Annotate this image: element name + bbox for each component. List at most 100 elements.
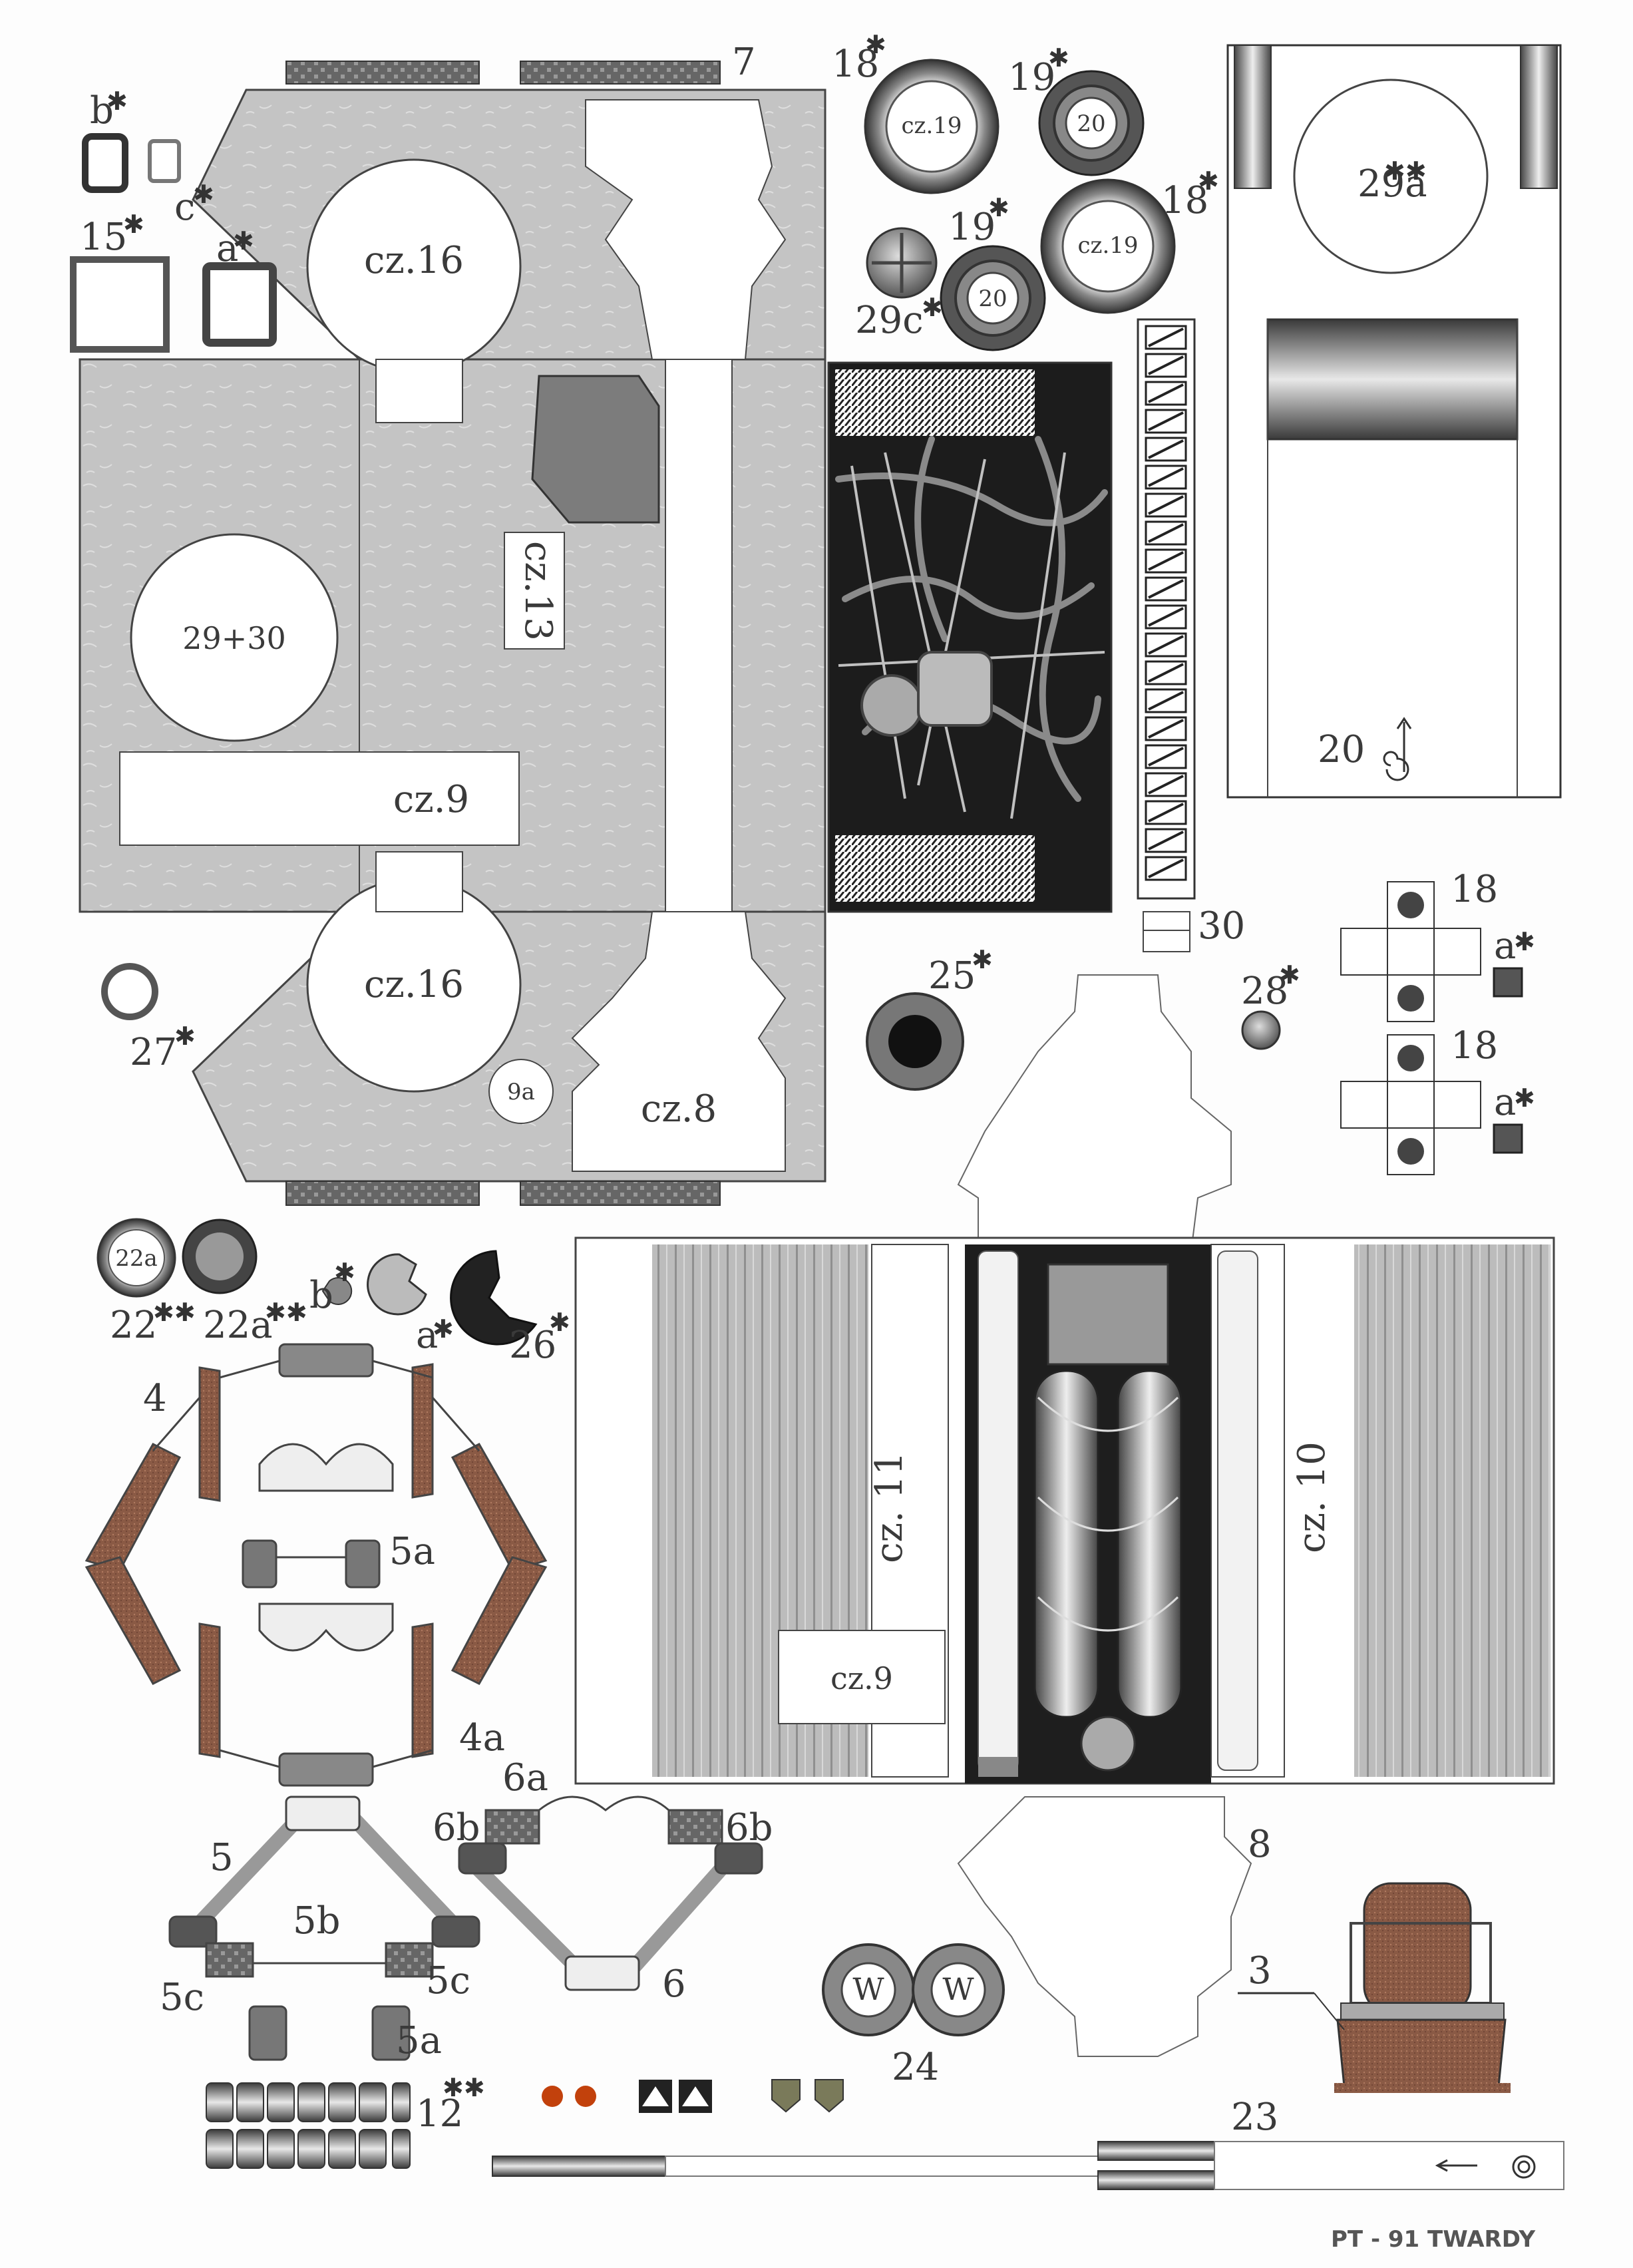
road-wheel [359,2082,387,2122]
num-23: 23 [1231,2096,1278,2139]
star-29c: ✱ [922,293,943,322]
track-strip-top-right [520,61,721,85]
hull-part-7 [79,61,826,1206]
part-23-rods [492,2141,1564,2190]
road-wheel-half [392,2129,411,2169]
ladder-rung-diagonal [1148,635,1184,655]
star-29a: ✱✱ [1384,156,1427,186]
num-6: 6 [662,1963,686,2006]
num-12: 12 [416,2092,463,2136]
num-a-4: a [416,1314,438,1357]
hull-window [531,375,660,524]
star-18-b: ✱ [1198,166,1219,196]
ladder-rung-diagonal [1148,523,1184,543]
star-28: ✱ [1279,960,1300,990]
part-27-ring [101,963,158,1020]
part-4a-frame [85,1556,548,1787]
turret-cutout-top [585,99,787,360]
road-wheel [206,2082,234,2122]
hull-center-strip [665,359,733,912]
num-5a-bottom: 5a [396,2019,442,2062]
ladder-rung-diagonal [1148,383,1184,403]
num-5c-left: 5c [160,1976,204,2019]
num-5a-top: 5a [389,1530,435,1573]
label-w24-b: W [942,1971,974,2007]
circle-29-30 [130,533,339,742]
num-b: b [90,89,114,132]
part-18-box-b [1340,1034,1523,1175]
label-cz10: cz. 10 [1290,1441,1334,1553]
ladder-rung-diagonal [1148,775,1184,795]
part-22-ring [96,1218,176,1298]
road-wheel [206,2129,234,2169]
num-20: 20 [1318,728,1365,771]
track-strip-bottom-right [520,1181,721,1206]
num-22a: 22a [203,1304,273,1347]
ladder-rung-diagonal [1148,495,1184,515]
star-12: ✱✱ [443,2073,485,2102]
part-12-wheels [206,2082,411,2169]
track-strip-bottom-left [285,1181,480,1206]
part-24-wheel-b [912,1943,1005,2036]
num-6b-left: 6b [433,1806,480,1849]
star-a-2: ✱ [1514,927,1535,956]
ladder-rung-diagonal [1148,579,1184,599]
part-6-arms [458,1796,763,1991]
label-cz19-b: cz.19 [1077,232,1138,259]
star-19-a: ✱ [1048,43,1069,73]
part-4-frame [85,1343,548,1572]
num-4: 4 [143,1377,167,1420]
label-cz19-a: cz.19 [901,112,962,139]
track-strip-top-left [285,61,480,85]
ladder-rung-diagonal [1148,607,1184,627]
part-15 [70,256,170,353]
num-18-b: 18 [1161,179,1208,222]
decal-row [542,2079,844,2113]
num-18-c: 18 [1451,868,1498,911]
road-wheel-half [392,2082,411,2122]
label-w24-a: W [852,1971,884,2007]
num-a-3: a [1494,1081,1516,1124]
label-cz9-hull: cz.9 [393,778,469,821]
star-26: ✱ [549,1308,570,1337]
num-7: 7 [732,41,756,84]
num-6b-right: 6b [725,1806,773,1849]
star-22: ✱✱ [153,1298,196,1327]
label-cz9-engine: cz.9 [830,1660,893,1696]
num-a-2: a [1494,924,1516,968]
part-5-arms [168,1796,480,2061]
turret-cutout-bottom [571,911,787,1172]
star-19-b: ✱ [988,193,1009,222]
ladder-rung-diagonal [1148,831,1184,850]
part-a-crescent [367,1253,427,1316]
road-wheel [359,2129,387,2169]
num-15: 15 [80,216,127,259]
star-a-3: ✱ [1514,1083,1535,1113]
part-29a-panel [1226,44,1562,799]
part-8-outline-top [957,974,1232,1252]
num-c: c [174,186,195,229]
star-25: ✱ [972,945,993,974]
label-22a-ring: 22a [115,1245,158,1272]
circle-9a [488,1059,554,1124]
ladder-rung-diagonal [1148,467,1184,487]
engine-bay-panel [827,361,1113,913]
part-b-small [321,1277,353,1305]
star-15: ✱ [123,210,144,239]
part-24-wheel-a [822,1943,915,2036]
ladder-rung-diagonal [1148,747,1184,767]
num-19-b: 19 [948,206,996,249]
road-wheel [236,2129,264,2169]
part-18-ring-a [864,59,999,194]
label-cz13: cz.13 [516,541,560,641]
star-27: ✱ [174,1022,196,1051]
part-c [148,139,181,183]
star-b: ✱ [106,87,128,116]
num-18-a: 18 [832,43,879,86]
star-b-2: ✱ [334,1258,355,1287]
num-30: 30 [1198,904,1245,948]
label-9a: 9a [507,1079,535,1105]
road-wheel [267,2082,295,2122]
num-28: 28 [1241,970,1288,1013]
